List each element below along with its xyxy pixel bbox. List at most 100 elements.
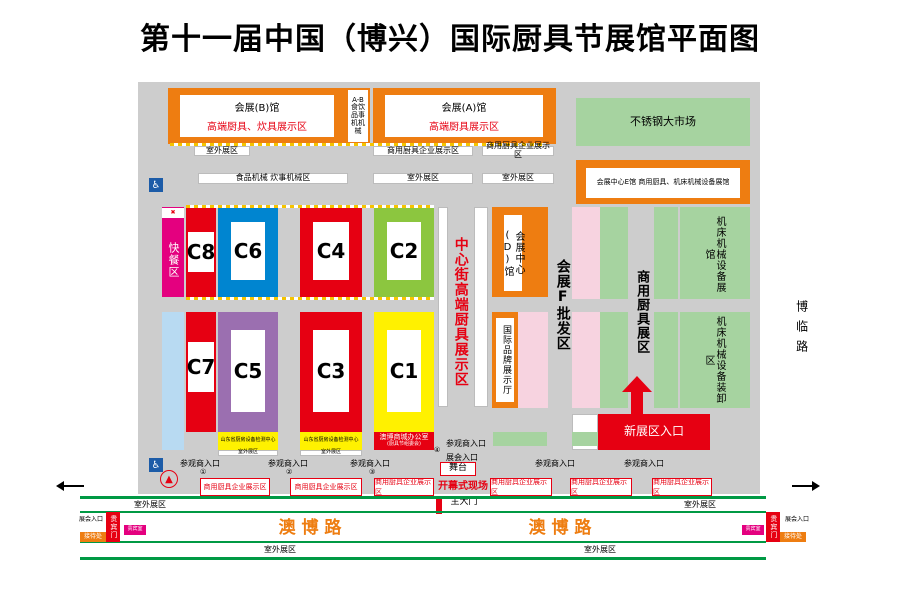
corridor [162,312,184,450]
hall-c8-label: C8 [187,232,215,272]
visitor-entrance[interactable]: 参观商入口 [180,459,220,468]
arrow-left-icon [56,481,84,491]
hall-c3-label: C3 [313,330,349,412]
hall-c4[interactable]: C4 [300,207,362,297]
reception: 接待处 [80,532,106,542]
machine-tool-unload[interactable]: 机床机械设备装卸区 [680,312,750,408]
office-sub: (厨具节组委会) [387,441,421,448]
visitor-entrance[interactable]: 参观商入口 [446,439,486,448]
hall-b[interactable]: 会展(B)馆 高端厨具、炊具展示区 [168,88,346,144]
intl-brand-hall[interactable]: 国际品牌展示厅 [492,312,518,408]
hall-ab-connector[interactable]: A-B食饮品事机机械 [346,88,370,144]
arrow-right-icon [792,481,820,491]
test-center[interactable]: 山东省厨房设备检测中心 [300,432,362,450]
road-name: 澳 博 路 [278,517,342,538]
commercial-booth[interactable]: 商用厨具企业展示区 [290,478,362,496]
outdoor-zone: 室外展区 [300,450,362,456]
commercial-booth[interactable]: 商用厨具企业展示区 [652,478,712,496]
hall-d-label: 会展中心(D)馆 [502,215,524,291]
visitor-entrance[interactable]: 参观商入口 [624,459,664,468]
hall-a-sub: 高端厨具展示区 [429,122,499,133]
commercial-booth[interactable]: 商用厨具企业展示区 [490,478,552,496]
outdoor-zone: 室外展区 [482,173,554,184]
hall-e[interactable]: 会展中心E馆 商用厨具、机床机械设备展馆 [576,160,750,204]
outdoor-zone: 室外展区 [684,499,716,509]
restaurant-icon: ✖ [162,208,184,218]
outdoor-zone: 室外展区 [218,450,278,456]
reception: 接待处 [780,532,806,542]
hall-c2[interactable]: C2 [374,207,434,297]
hall-a-name: 会展(A)馆 [441,103,487,114]
booth-area [493,432,547,446]
hall-c6-label: C6 [231,222,265,280]
outdoor-zone: 室外展区 [194,146,250,156]
opening-site[interactable]: 开幕式现场 [438,480,488,492]
commercial-booth-zone: 商用厨具企业展示区 [482,141,554,159]
machine-tool-hall-label: 机床机械设备展馆 [703,215,725,293]
hall-doors [170,143,546,146]
exhibition-entrance[interactable]: 展会入口 [78,515,103,523]
intl-brand-label: 国际品牌展示厅 [496,318,514,402]
office-label: 澳博商城办公室 [379,432,429,441]
entrance-number: ③ [369,468,376,476]
hall-f-label[interactable]: 会展F批发区 [554,259,571,351]
booth-area [572,207,600,299]
hall-b-name: 会展(B)馆 [234,103,280,114]
test-center[interactable]: 山东省厨房设备检测中心 [218,432,278,450]
outdoor-zone: 室外展区 [134,499,166,509]
booth-area [518,312,548,408]
hall-c4-label: C4 [313,222,349,280]
central-street-zone[interactable]: 中心街高端厨具展示区 [452,237,469,387]
machine-tool-hall[interactable]: 机床机械设备展馆 [680,207,750,299]
vip-room: 贵宾室 [742,525,764,535]
hall-b-sub: 高端厨具、炊具展示区 [207,122,307,133]
road-border [80,511,766,513]
hall-c6[interactable]: C6 [218,207,278,297]
vip-gate[interactable]: 贵宾门 [766,512,780,542]
exhibition-entrance[interactable]: 展会入口 [784,515,809,523]
booth-strip [474,207,488,407]
road-name: 澳 博 路 [528,517,592,538]
hall-d[interactable]: 会展中心(D)馆 [492,207,548,297]
hall-c3[interactable]: C3 [300,312,362,432]
food-machinery-zone: 食品机械 炊事机械区 [198,173,348,184]
new-zone-entrance[interactable]: 新展区入口 [598,414,710,450]
road-border [80,557,766,560]
page-title: 第十一届中国（博兴）国际厨具节展馆平面图 [140,22,760,57]
entrance-number: ④ [434,446,441,454]
entrance-number: ① [200,468,207,476]
office[interactable]: 澳博商城办公室 (厨具节组委会) [374,432,434,450]
main-gate[interactable]: 主大门 [450,497,478,508]
commercial-booth[interactable]: 商用厨具企业展示区 [570,478,632,496]
hall-doors [186,205,434,208]
hall-c1-label: C1 [387,330,421,412]
fast-food-zone[interactable]: 快餐区 [162,207,184,297]
hall-a[interactable]: 会展(A)馆 高端厨具展示区 [373,88,556,144]
commercial-hall-label[interactable]: 商用厨具展区 [634,270,650,354]
booth-area [572,312,600,408]
hall-c8[interactable]: C8 [186,207,216,297]
hall-c2-label: C2 [387,222,421,280]
exhibition-entrance[interactable]: 展会入口 [446,453,478,462]
vip-gate[interactable]: 贵宾门 [106,512,120,542]
visitor-entrance[interactable]: 参观商入口 [268,459,308,468]
booth-area [600,207,628,299]
hall-c1[interactable]: C1 [374,312,434,432]
hall-c5-label: C5 [231,330,265,412]
booth-area [654,312,678,408]
hall-c5[interactable]: C5 [218,312,278,432]
commercial-booth-zone: 商用厨具企业展示区 [373,146,473,156]
booth-strip [438,207,448,407]
entrance-number: ② [286,468,293,476]
hall-c7[interactable]: C7 [186,312,216,432]
main-gate-marker [436,496,442,514]
visitor-entrance[interactable]: 参观商入口 [350,459,390,468]
commercial-booth[interactable]: 商用厨具企业展示区 [200,478,270,496]
outdoor-zone: 室外展区 [584,544,616,554]
stainless-steel-market[interactable]: 不锈钢大市场 [576,98,750,146]
stage[interactable]: 舞台 [440,462,476,476]
up-arrow-icon [622,376,652,416]
machine-tool-unload-label: 机床机械设备装卸区 [703,316,725,404]
visitor-entrance[interactable]: 参观商入口 [535,459,575,468]
commercial-booth[interactable]: 商用厨具企业展示区 [374,478,434,496]
